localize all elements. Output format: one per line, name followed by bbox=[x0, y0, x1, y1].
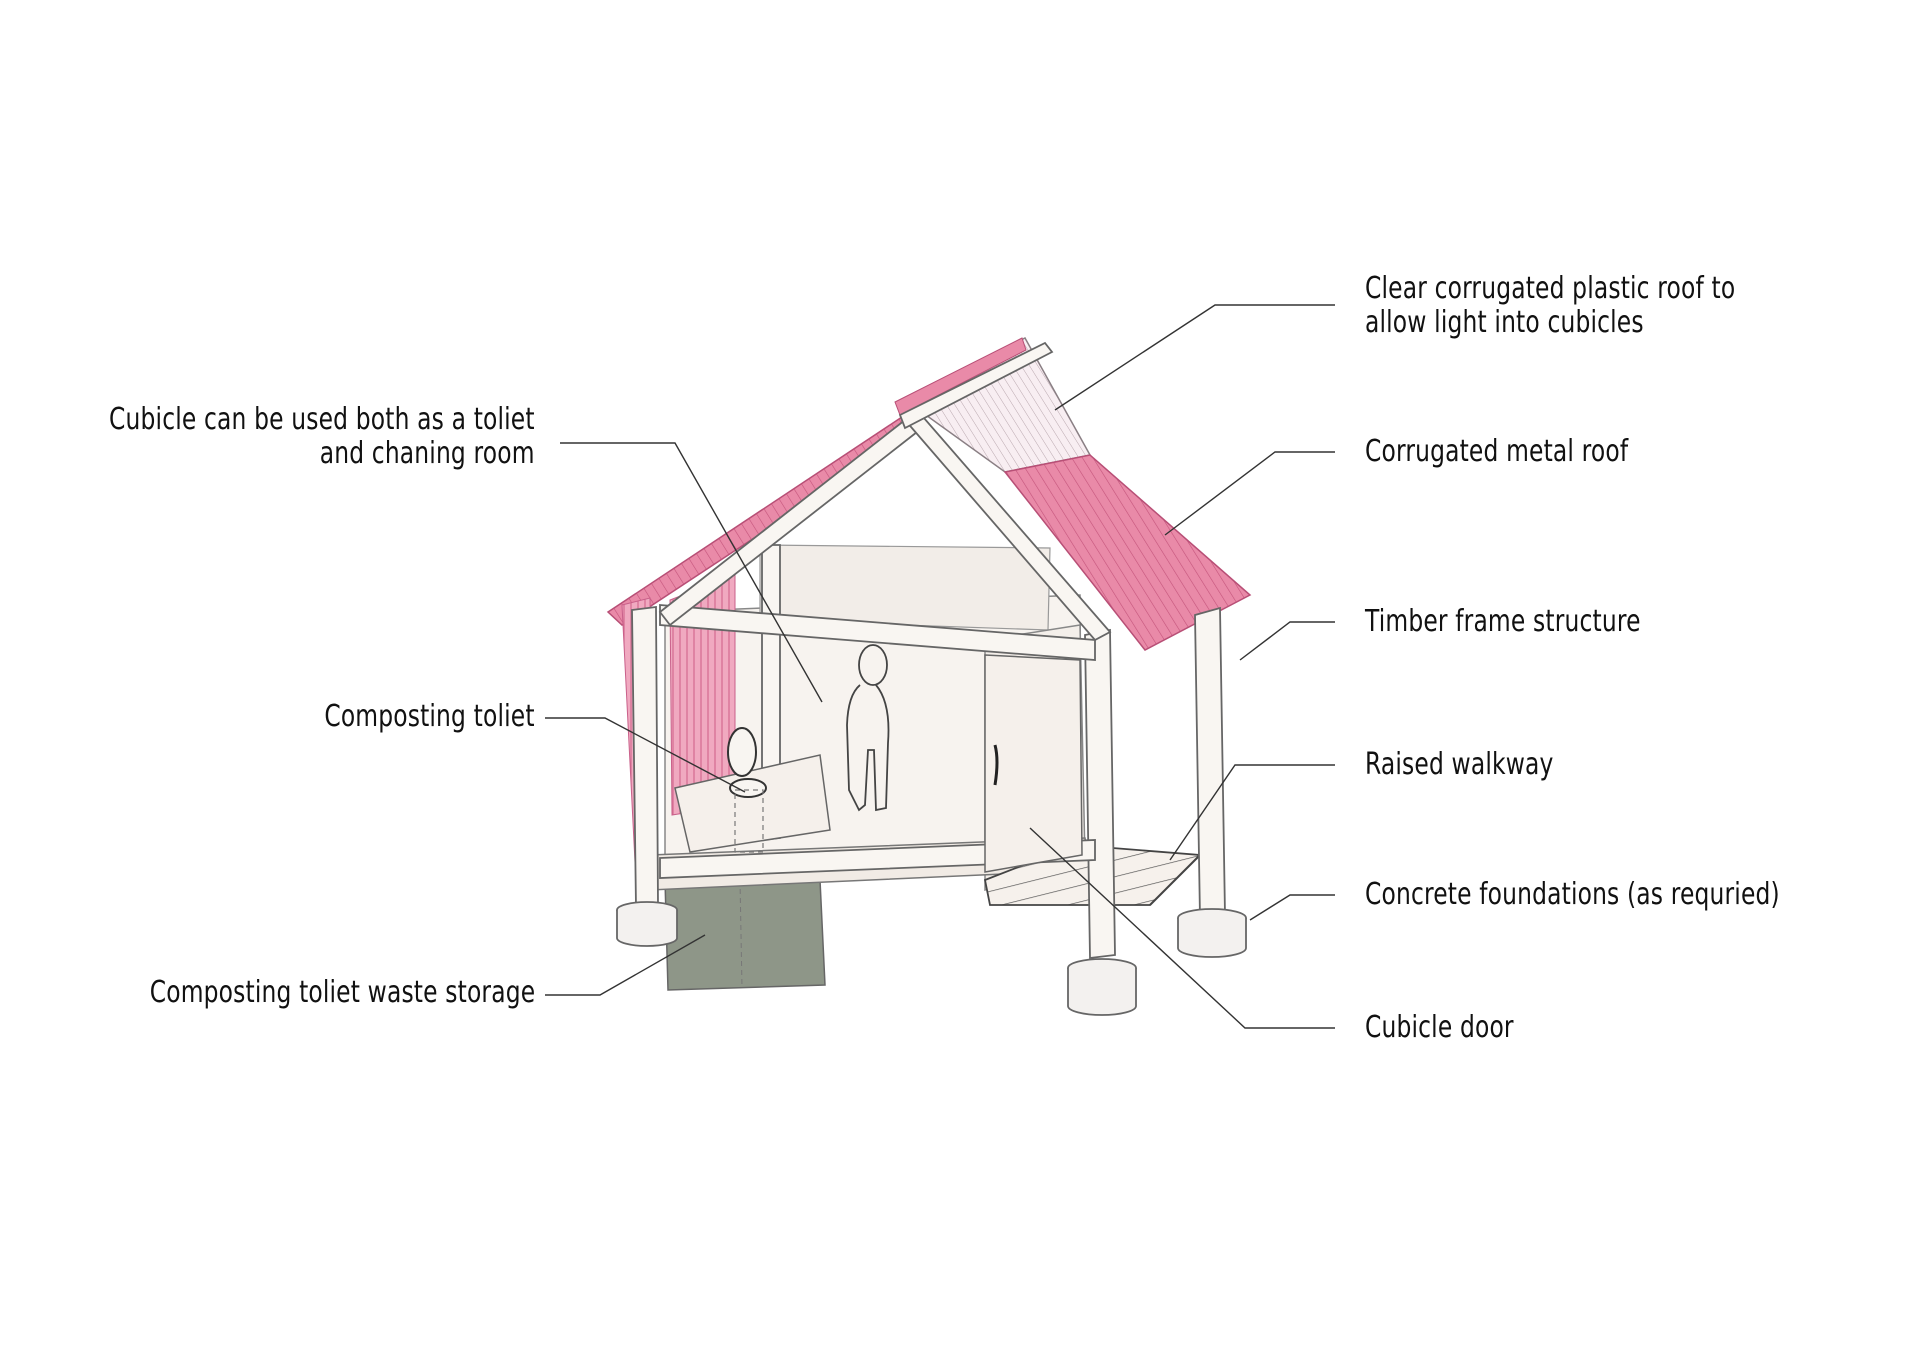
leader-cubicle-use bbox=[560, 442, 823, 703]
cubicle-door bbox=[984, 654, 1083, 873]
label-metal-roof: Corrugated metal roof bbox=[1365, 434, 1629, 469]
label-cubicle-door: Cubicle door bbox=[1365, 1010, 1514, 1045]
composting-toilet bbox=[674, 727, 831, 853]
leader-concrete bbox=[1249, 894, 1335, 921]
leader-cubicle-door bbox=[1029, 827, 1335, 1029]
label-timber-frame: Timber frame structure bbox=[1365, 604, 1641, 639]
leader-waste-storage bbox=[545, 934, 706, 996]
label-cubicle-use: Cubicle can be used both as a toliet and… bbox=[109, 402, 535, 471]
concrete-foundations bbox=[616, 901, 1247, 1016]
leader-timber-frame bbox=[1239, 621, 1335, 661]
label-concrete-foundations: Concrete foundations (as requried) bbox=[1365, 877, 1780, 912]
leader-metal-roof bbox=[1164, 451, 1335, 536]
leader-clear-roof bbox=[1054, 304, 1335, 411]
label-waste-storage: Composting toliet waste storage bbox=[149, 975, 535, 1010]
waste-storage-tank bbox=[664, 879, 826, 991]
label-raised-walkway: Raised walkway bbox=[1365, 747, 1554, 782]
leader-lines bbox=[545, 304, 1335, 1029]
leader-composting-toilet bbox=[545, 717, 746, 793]
person-figure bbox=[846, 644, 890, 812]
label-composting-toilet: Composting toliet bbox=[324, 699, 535, 734]
leader-raised-walkway bbox=[1169, 764, 1335, 861]
label-clear-roof: Clear corrugated plastic roof to allow l… bbox=[1365, 271, 1736, 340]
right-roof bbox=[894, 336, 1252, 651]
